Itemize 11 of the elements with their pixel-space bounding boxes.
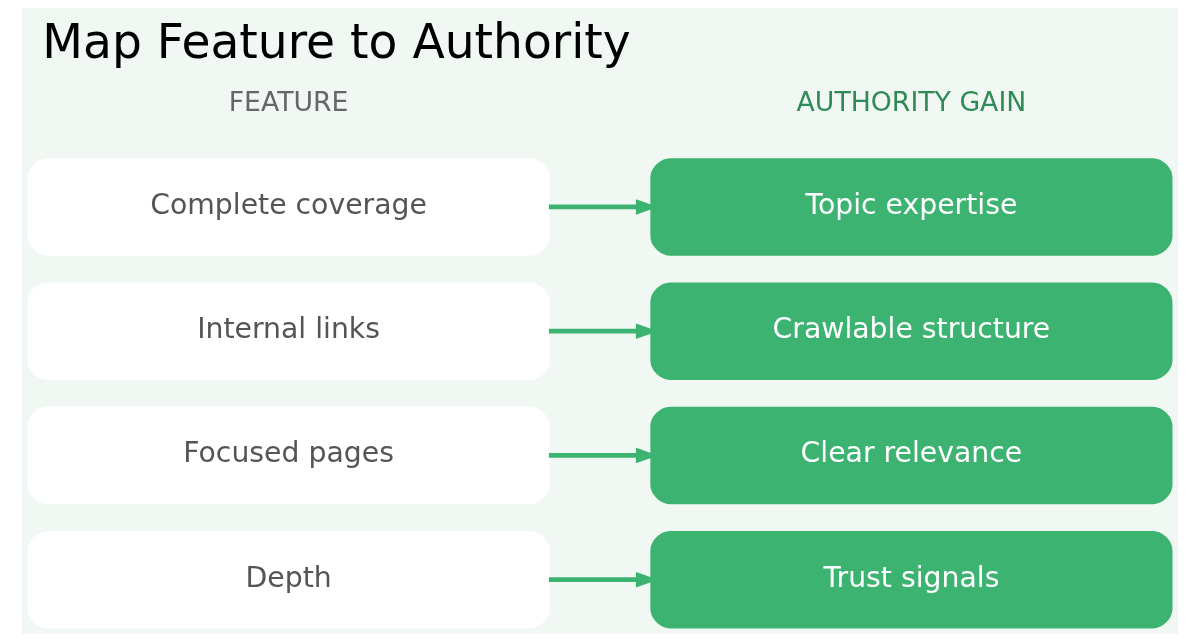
node-box: Focused pages: [27, 406, 550, 505]
node-box: Trust signals: [650, 530, 1173, 629]
label: AUTHORITY GAIN: [796, 86, 1027, 118]
node-box: Complete coverage: [27, 158, 550, 256]
node-box: Internal links: [27, 282, 550, 380]
node-box: Crawlable structure: [650, 282, 1173, 380]
node-box: Depth: [27, 530, 550, 629]
diagram-title: Map Feature to Authority: [42, 14, 631, 70]
node-box: Topic expertise: [650, 158, 1173, 256]
label: FEATURE: [228, 86, 349, 118]
node-box: Clear relevance: [650, 406, 1173, 505]
